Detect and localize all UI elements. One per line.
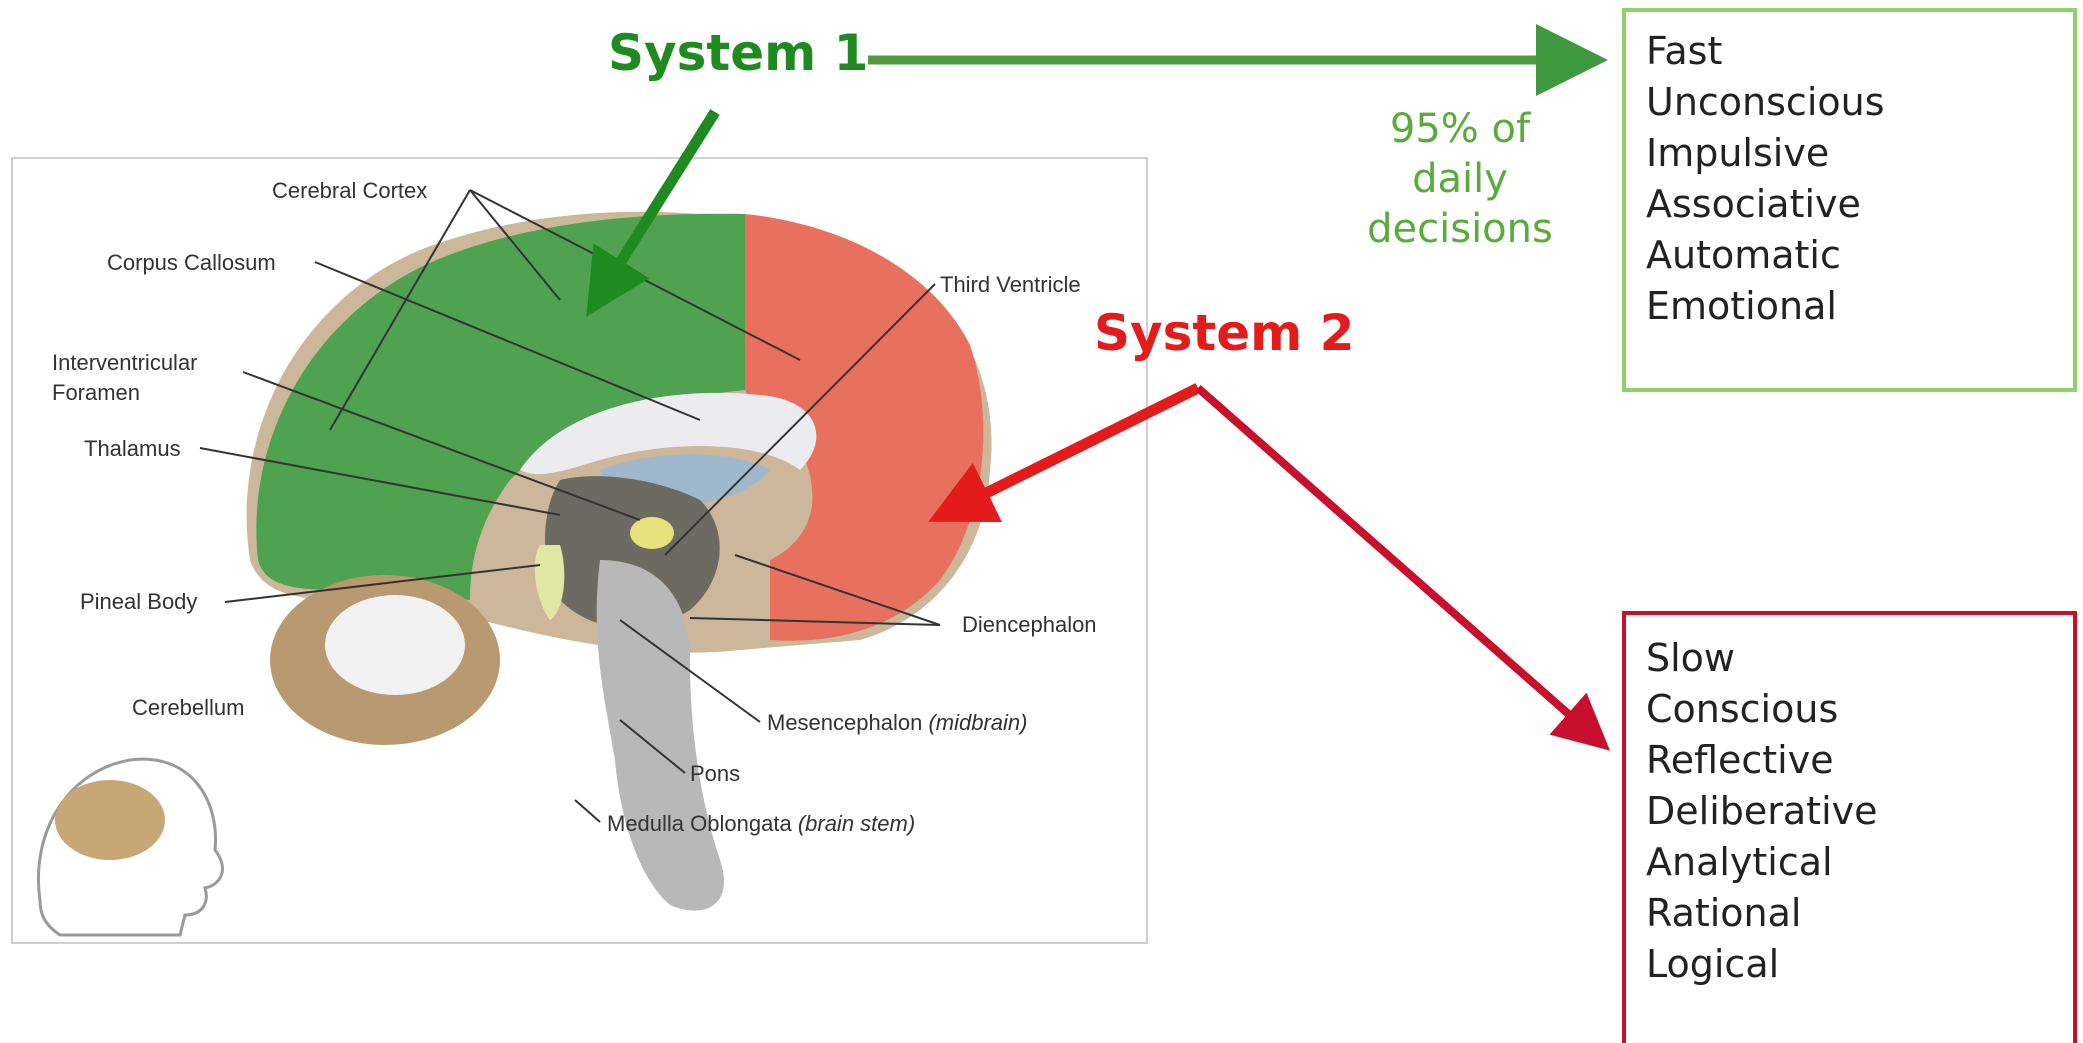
trait-item: Analytical — [1646, 837, 2073, 888]
trait-item: Unconscious — [1646, 77, 2073, 128]
trait-item: Reflective — [1646, 735, 2073, 786]
label-pineal-body: Pineal Body — [80, 589, 197, 614]
trait-item: Emotional — [1646, 281, 2073, 332]
label-pons: Pons — [690, 761, 740, 786]
label-cerebellum: Cerebellum — [132, 695, 245, 720]
label-corpus-callosum: Corpus Callosum — [107, 250, 276, 275]
system2-title: System 2 — [1094, 304, 1354, 362]
system1-title: System 1 — [608, 24, 868, 82]
trait-item: Impulsive — [1646, 128, 2073, 179]
trait-item: Automatic — [1646, 230, 2073, 281]
trait-item: Slow — [1646, 633, 2073, 684]
system1-share-text: 95% of daily decisions — [1355, 104, 1565, 254]
system1-traits-box: Fast Unconscious Impulsive Associative A… — [1622, 8, 2077, 392]
system2-traits-box: Slow Conscious Reflective Deliberative A… — [1622, 611, 2077, 1043]
trait-item: Logical — [1646, 939, 2073, 990]
trait-item: Fast — [1646, 26, 2073, 77]
trait-item: Deliberative — [1646, 786, 2073, 837]
label-interventricular: Interventricular — [52, 350, 198, 375]
label-thalamus: Thalamus — [84, 436, 181, 461]
trait-item: Conscious — [1646, 684, 2073, 735]
label-foramen: Foramen — [52, 380, 140, 405]
label-mesencephalon: Mesencephalon (midbrain) — [767, 710, 1028, 735]
label-diencephalon: Diencephalon — [962, 612, 1097, 637]
trait-item: Associative — [1646, 179, 2073, 230]
label-medulla: Medulla Oblongata (brain stem) — [607, 811, 915, 836]
trait-item: Rational — [1646, 888, 2073, 939]
system2-arrow-to-traits — [1198, 388, 1598, 740]
label-cerebral-cortex: Cerebral Cortex — [272, 178, 427, 203]
label-third-ventricle: Third Ventricle — [940, 272, 1081, 297]
